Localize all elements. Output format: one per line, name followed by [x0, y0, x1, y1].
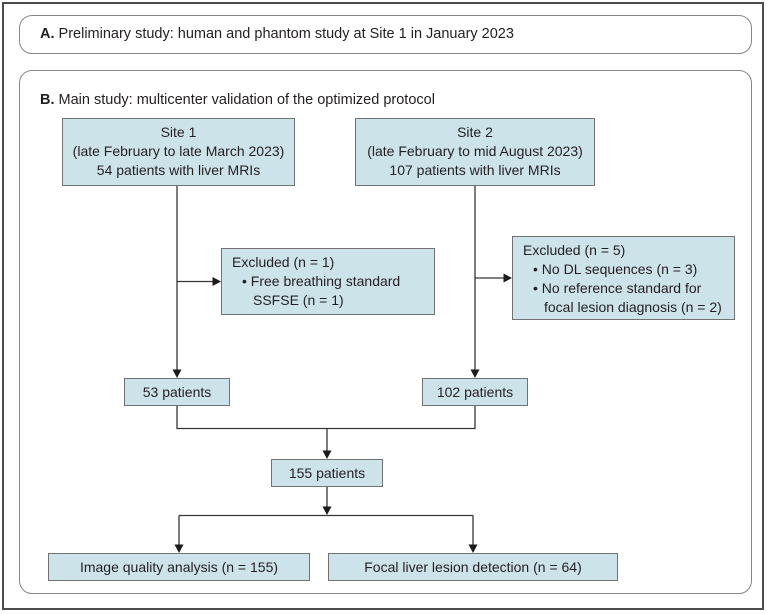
box-line: 53 patients: [142, 383, 212, 400]
box-line: Focal liver lesion detection (n = 64): [364, 558, 582, 575]
included-site2-box: 102 patients: [422, 378, 528, 406]
excluded-site2-box: Excluded (n = 5) • No DL sequences (n = …: [512, 236, 735, 320]
lesion-detection-box: Focal liver lesion detection (n = 64): [328, 553, 618, 581]
panel-b-title: B. Main study: multicenter validation of…: [40, 92, 435, 109]
included-site1-box: 53 patients: [124, 378, 230, 406]
panel-a-text: Preliminary study: human and phantom stu…: [58, 26, 514, 42]
box-line: • Free breathing standard: [242, 273, 401, 289]
panel-b-label: B.: [40, 92, 55, 108]
box-line: 102 patients: [436, 383, 514, 400]
box-line: 155 patients: [288, 464, 366, 481]
site1-box: Site 1 (late February to late March 2023…: [62, 118, 295, 186]
site2-box: Site 2 (late February to mid August 2023…: [355, 118, 595, 186]
panel-a-title: A. Preliminary study: human and phantom …: [40, 26, 514, 43]
box-line: focal lesion diagnosis (n = 2): [544, 299, 722, 315]
panel-a: [19, 15, 752, 54]
box-line: (late February to mid August 2023): [367, 143, 583, 159]
box-line: • No reference standard for: [533, 280, 702, 296]
panel-b-text: Main study: multicenter validation of th…: [58, 92, 435, 108]
box-line: (late February to late March 2023): [72, 143, 285, 159]
box-line: SSFSE (n = 1): [253, 292, 344, 308]
excluded-site1-box: Excluded (n = 1) • Free breathing standa…: [221, 248, 435, 315]
panel-b: [19, 70, 752, 594]
total-included-box: 155 patients: [271, 459, 383, 487]
panel-a-label: A.: [40, 26, 55, 42]
box-line: 54 patients with liver MRIs: [96, 162, 261, 178]
box-line: Image quality analysis (n = 155): [79, 558, 279, 575]
box-line: Excluded (n = 5): [523, 242, 626, 258]
image-quality-analysis-box: Image quality analysis (n = 155): [48, 553, 310, 581]
box-line: • No DL sequences (n = 3): [533, 261, 698, 277]
box-line: Site 2: [457, 124, 493, 140]
box-line: Site 1: [160, 124, 197, 140]
box-line: 107 patients with liver MRIs: [389, 162, 561, 178]
box-line: Excluded (n = 1): [232, 254, 335, 270]
